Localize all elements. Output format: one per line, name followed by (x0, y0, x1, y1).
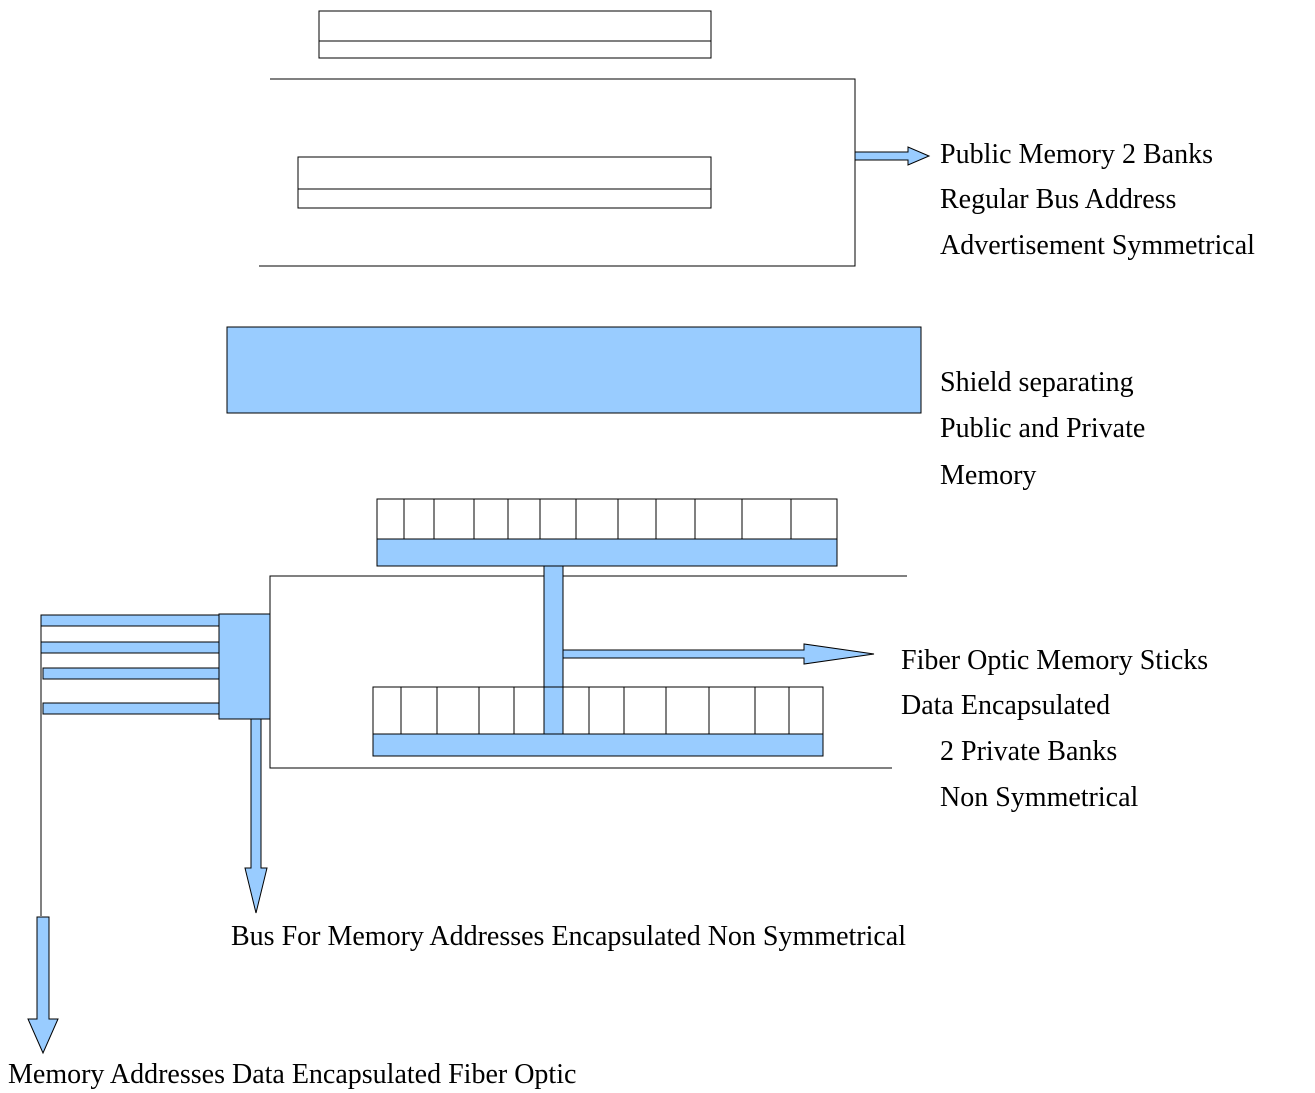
bus-connector-block (218, 613, 271, 720)
fiber-line-1 (40, 614, 220, 627)
public-memory-enclosure (259, 78, 856, 267)
public-memory-stick-top (318, 10, 712, 59)
fiber-line-4 (42, 702, 220, 715)
shield-label-line-3: Memory (940, 460, 1037, 491)
fiber-optic-label-line-4: Non Symmetrical (940, 782, 1139, 813)
public-memory-arrow (854, 146, 931, 166)
memory-addresses-label: Memory Addresses Data Encapsulated Fiber… (8, 1059, 577, 1090)
shield-bar (226, 326, 922, 414)
stick-bottom-bar (372, 733, 824, 757)
public-memory-block (259, 10, 931, 267)
stick-top-bar (376, 538, 838, 567)
private-memory-stick-top (376, 498, 838, 567)
fiber-line-2 (40, 641, 220, 654)
shield-label-line-2: Public and Private (940, 413, 1146, 444)
fiber-optic-label-line-3: 2 Private Banks (940, 736, 1118, 767)
private-memory-block (27, 498, 907, 1055)
stick-top-cells-frame (376, 498, 838, 540)
private-memory-stick-bottom (372, 686, 824, 757)
shield-label-line-1: Shield separating (940, 367, 1134, 398)
public-memory-label-line-3: Advertisement Symmetrical (940, 230, 1255, 261)
public-memory-label-line-1: Public Memory 2 Banks (940, 139, 1213, 170)
bus-down-arrow (244, 718, 268, 914)
vertical-connector-front (543, 686, 564, 735)
public-memory-label-line-2: Regular Bus Address (940, 184, 1177, 215)
fiber-optic-arrow (562, 643, 875, 665)
fiber-line-3 (42, 667, 220, 680)
stick-bottom-cells-frame (372, 686, 824, 735)
bus-label: Bus For Memory Addresses Encapsulated No… (231, 921, 907, 952)
fiber-optic-label-line-1: Fiber Optic Memory Sticks (901, 645, 1209, 676)
public-memory-stick-inner (297, 156, 712, 209)
fiber-optic-label-line-2: Data Encapsulated (901, 690, 1111, 721)
memory-addresses-down-arrow (27, 916, 59, 1055)
